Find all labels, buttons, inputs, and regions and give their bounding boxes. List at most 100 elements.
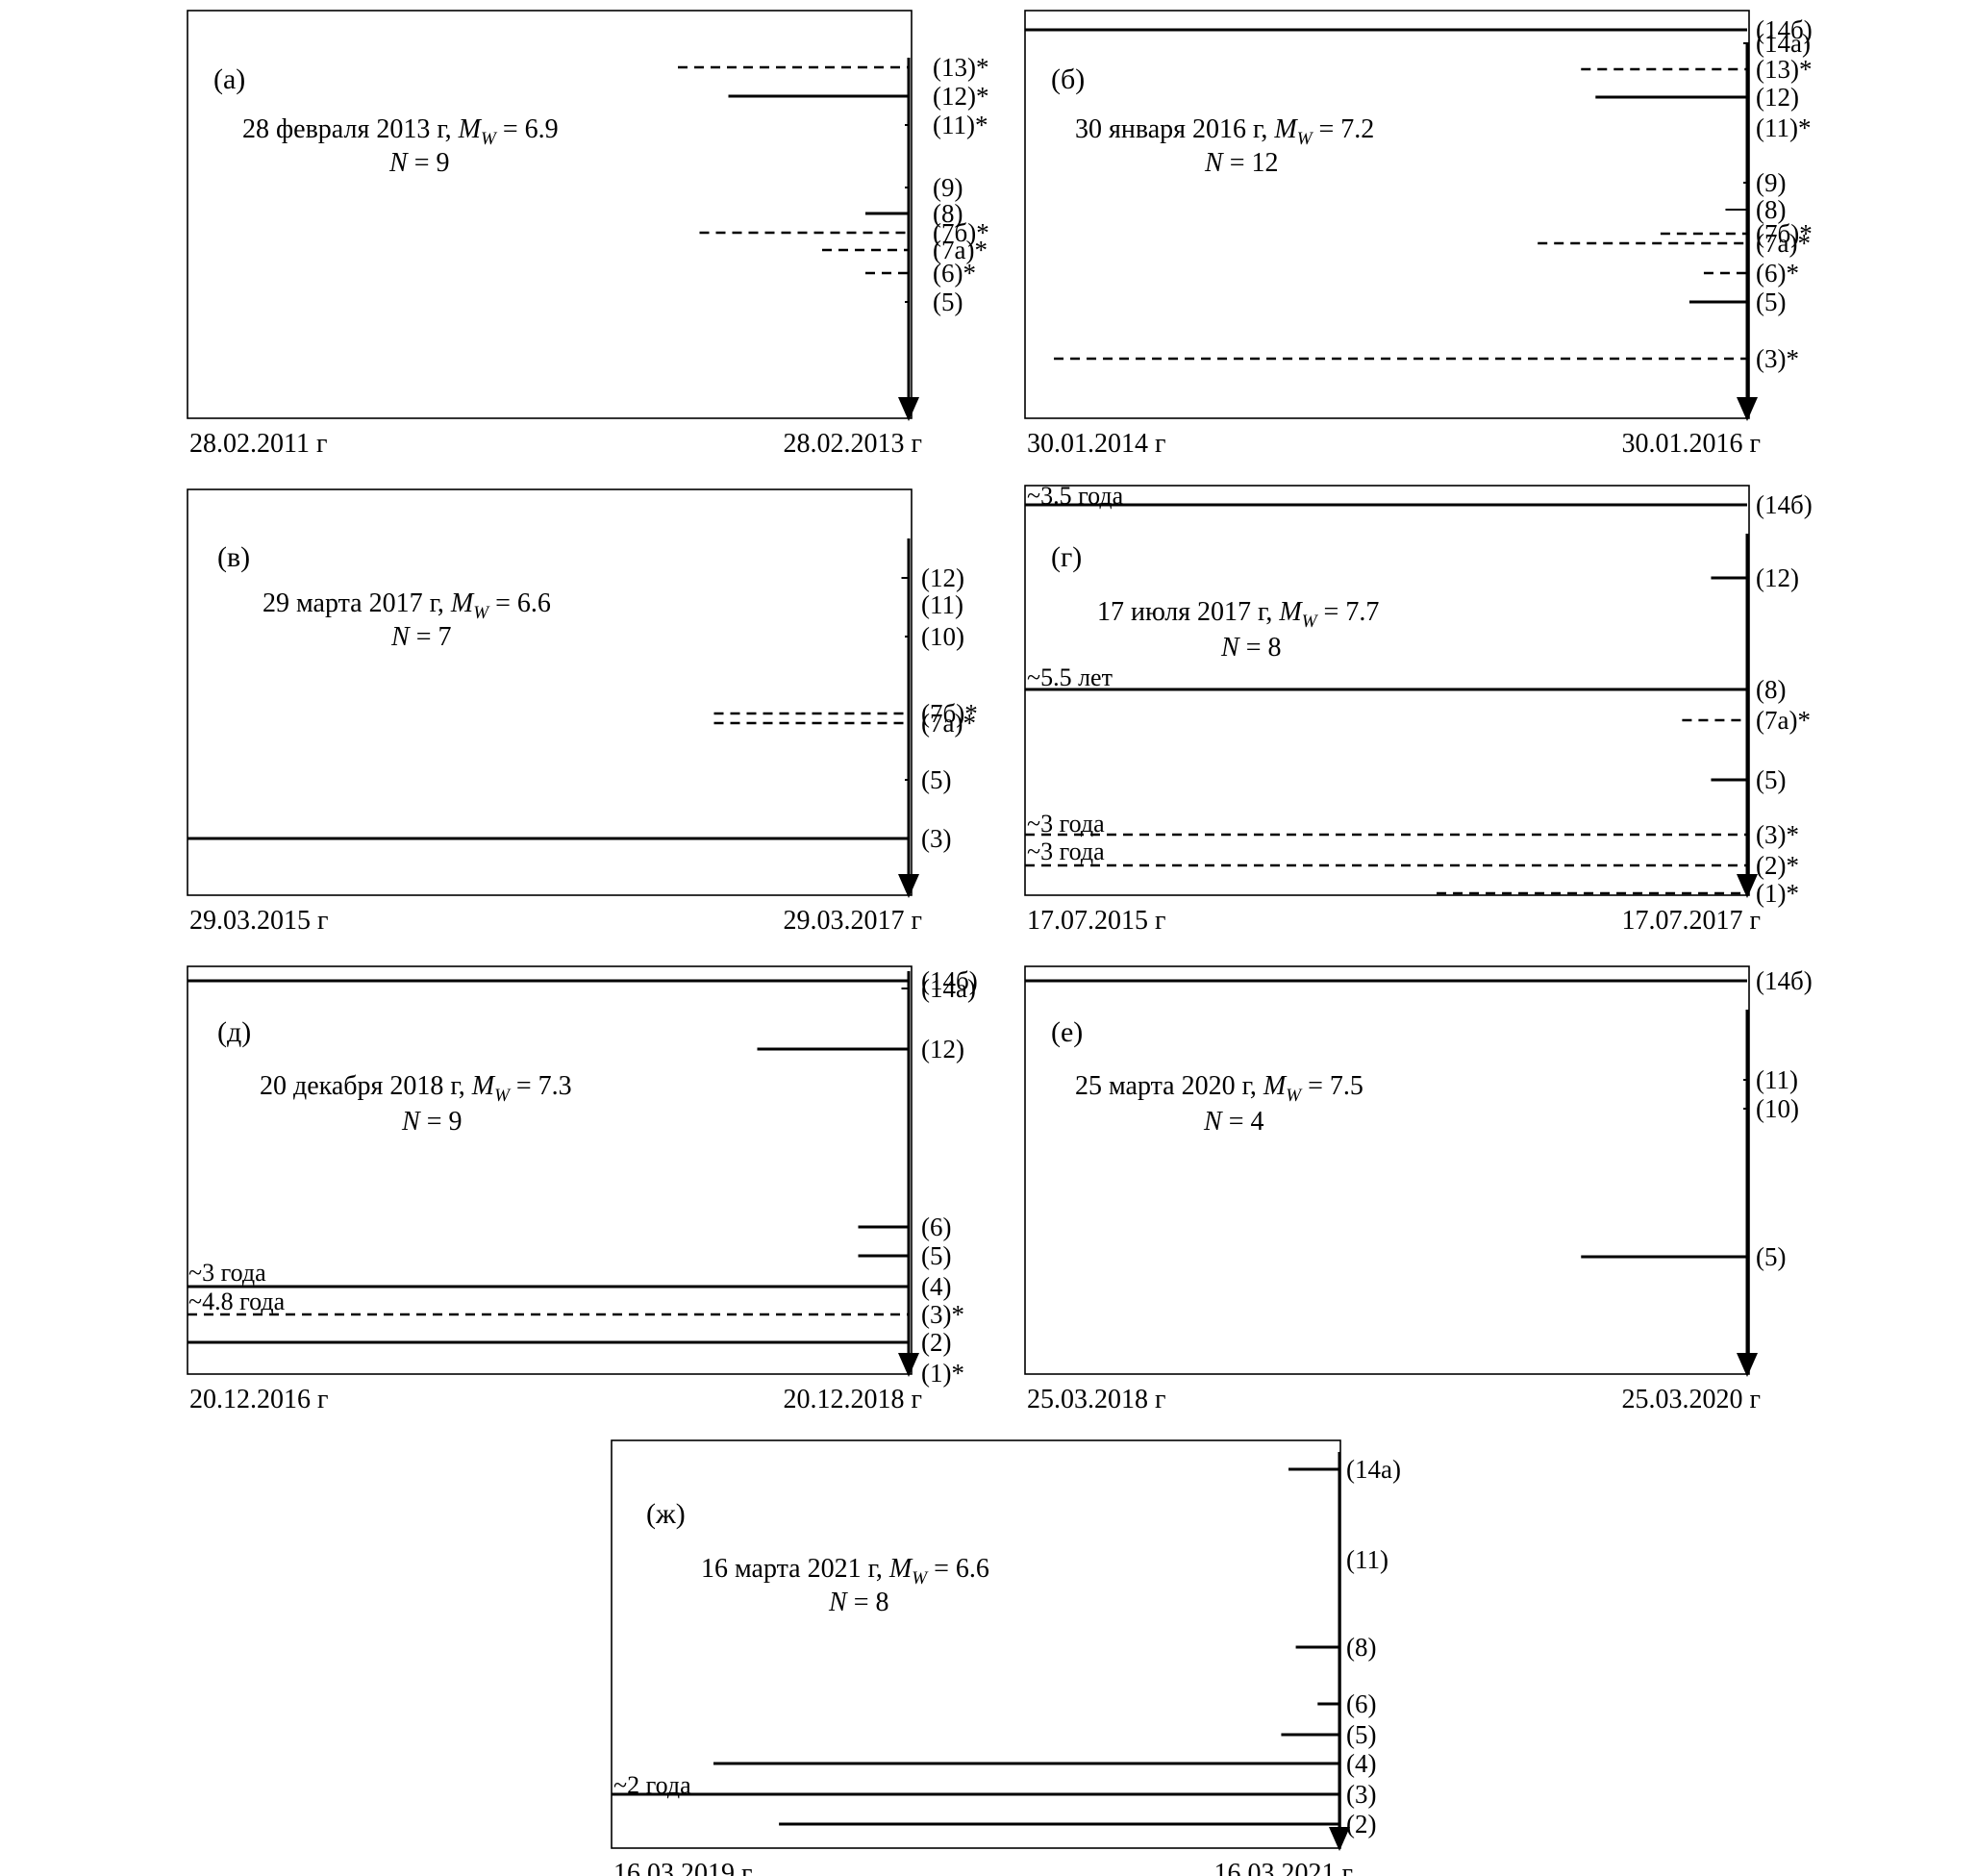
precursor-label: (5) <box>1756 765 1786 794</box>
precursor-label: (11)* <box>1756 113 1811 142</box>
panel-tag: (г) <box>1051 541 1082 573</box>
precursor-label: (13)* <box>1756 55 1812 84</box>
time-axis-arrowhead <box>1737 874 1758 898</box>
precursor-label: (6) <box>1346 1689 1376 1718</box>
start-date: 25.03.2018 г <box>1027 1385 1165 1414</box>
duration-note: ~3.5 года <box>1027 482 1124 510</box>
time-axis-arrowhead <box>898 397 919 421</box>
precursor-label: (14б) <box>1756 490 1813 519</box>
time-axis-arrowhead <box>898 1353 919 1377</box>
panel-d: (14б)(14а)(12)(6)(5)(4)(3)*(2)(1)*~3 год… <box>187 965 978 1414</box>
precursor-label: (12) <box>921 1035 964 1063</box>
end-date: 28.02.2013 г <box>784 429 922 459</box>
panel-tag: (б) <box>1051 63 1085 95</box>
precursor-label: (4) <box>1346 1749 1376 1778</box>
precursor-label: (14б) <box>1756 15 1813 44</box>
precursor-label: (7а)* <box>1756 706 1811 735</box>
panel-frame <box>187 488 913 896</box>
panel-frame <box>187 965 913 1375</box>
precursor-label: (8) <box>1756 195 1786 224</box>
precursor-label: (10) <box>1756 1094 1799 1123</box>
precursor-count: N = 8 <box>1220 633 1281 663</box>
start-date: 30.01.2014 г <box>1027 429 1165 459</box>
end-date: 20.12.2018 г <box>784 1385 922 1414</box>
event-title: 30 января 2016 г, MW = 7.2 <box>1075 114 1374 149</box>
end-date: 30.01.2016 г <box>1622 429 1761 459</box>
start-date: 16.03.2019 г <box>613 1859 752 1876</box>
precursor-label: (3)* <box>1756 820 1799 849</box>
panel-a: (13)*(12)*(11)*(9)(8)(7б)*(7а)*(6)*(5)(а… <box>187 10 989 459</box>
precursor-label: (5) <box>1756 1242 1786 1271</box>
precursor-label: (7б)* <box>933 218 989 247</box>
event-title: 20 декабря 2018 г, MW = 7.3 <box>260 1071 572 1106</box>
panel-frame <box>187 10 913 419</box>
precursor-label: (10) <box>921 622 964 651</box>
precursor-label: (14а) <box>1346 1455 1401 1484</box>
precursor-label: (1)* <box>1756 879 1799 908</box>
precursor-label: (9) <box>933 173 963 202</box>
panel-tag: (е) <box>1051 1016 1083 1048</box>
precursor-count: N = 9 <box>388 148 449 178</box>
precursor-label: (3) <box>1346 1780 1376 1809</box>
precursor-label: (3) <box>921 824 951 853</box>
precursor-count: N = 4 <box>1203 1107 1263 1137</box>
precursor-label: (5) <box>933 288 963 316</box>
precursor-label: (6) <box>921 1213 951 1241</box>
event-title: 16 марта 2021 г, MW = 6.6 <box>701 1554 989 1588</box>
precursor-label: (2) <box>1346 1810 1376 1838</box>
duration-note: ~2 года <box>613 1771 691 1799</box>
precursor-label: (14б) <box>1756 966 1813 995</box>
time-axis-arrowhead <box>1737 1353 1758 1377</box>
precursor-label: (8) <box>933 199 963 228</box>
event-title: 29 марта 2017 г, MW = 6.6 <box>263 588 551 623</box>
precursor-label: (13)* <box>933 53 988 82</box>
precursor-count: N = 8 <box>828 1588 888 1617</box>
time-axis-arrowhead <box>1737 397 1758 421</box>
duration-note: ~5.5 лет <box>1027 663 1113 691</box>
time-axis-arrowhead <box>898 874 919 898</box>
panel-zh: (14а)(11)(8)(6)(5)(4)(3)(2)~2 года(ж)16 … <box>611 1439 1401 1876</box>
start-date: 20.12.2016 г <box>189 1385 328 1414</box>
precursor-label: (2) <box>921 1328 951 1357</box>
precursor-label: (7б)* <box>1756 219 1813 248</box>
precursor-label: (6)* <box>933 259 976 288</box>
precursor-label: (6)* <box>1756 259 1799 288</box>
precursor-label: (1)* <box>921 1359 964 1388</box>
precursor-label: (5) <box>921 1241 951 1270</box>
time-axis-arrowhead <box>1329 1827 1350 1851</box>
panel-tag: (в) <box>217 541 250 573</box>
start-date: 17.07.2015 г <box>1027 906 1165 936</box>
panel-frame <box>1024 10 1750 419</box>
precursor-label: (2)* <box>1756 851 1799 880</box>
precursor-label: (7а)* <box>1756 229 1811 258</box>
precursor-label: (5) <box>921 765 951 794</box>
precursor-label: (3)* <box>1756 344 1799 373</box>
precursor-label: (9) <box>1756 168 1786 197</box>
end-date: 29.03.2017 г <box>784 906 922 936</box>
panel-e: (14б)(11)(10)(5)(е)25 марта 2020 г, MW =… <box>1024 965 1813 1414</box>
precursor-label: (7а)* <box>921 709 976 738</box>
precursor-label: (11)* <box>933 111 988 139</box>
precursor-label: (7б)* <box>921 699 978 728</box>
panel-v: (12)(11)(10)(7б)*(7а)*(5)(3)(в)29 марта … <box>187 488 978 936</box>
precursor-label: (11) <box>1756 1065 1798 1094</box>
precursor-label: (11) <box>921 590 963 619</box>
precursor-label: (8) <box>1756 675 1786 704</box>
panel-g: (14б)(12)(8)(7а)*(5)(3)*(2)*(1)*~3.5 год… <box>1024 482 1813 936</box>
event-title: 17 июля 2017 г, MW = 7.7 <box>1097 597 1379 632</box>
start-date: 28.02.2011 г <box>189 429 327 459</box>
precursor-label: (4) <box>921 1272 951 1301</box>
precursor-label: (12)* <box>933 82 988 111</box>
precursor-label: (3)* <box>921 1300 964 1329</box>
end-date: 16.03.2021 г <box>1214 1859 1353 1876</box>
panel-tag: (д) <box>217 1016 251 1048</box>
precursor-label: (14а) <box>921 974 976 1003</box>
event-title: 28 февраля 2013 г, MW = 6.9 <box>242 114 559 149</box>
duration-note: ~3 года <box>1027 810 1105 838</box>
precursor-label: (7а)* <box>933 236 988 264</box>
start-date: 29.03.2015 г <box>189 906 328 936</box>
precursor-label: (5) <box>1346 1720 1376 1749</box>
precursor-count: N = 12 <box>1204 148 1278 178</box>
precursor-count: N = 7 <box>390 622 451 652</box>
